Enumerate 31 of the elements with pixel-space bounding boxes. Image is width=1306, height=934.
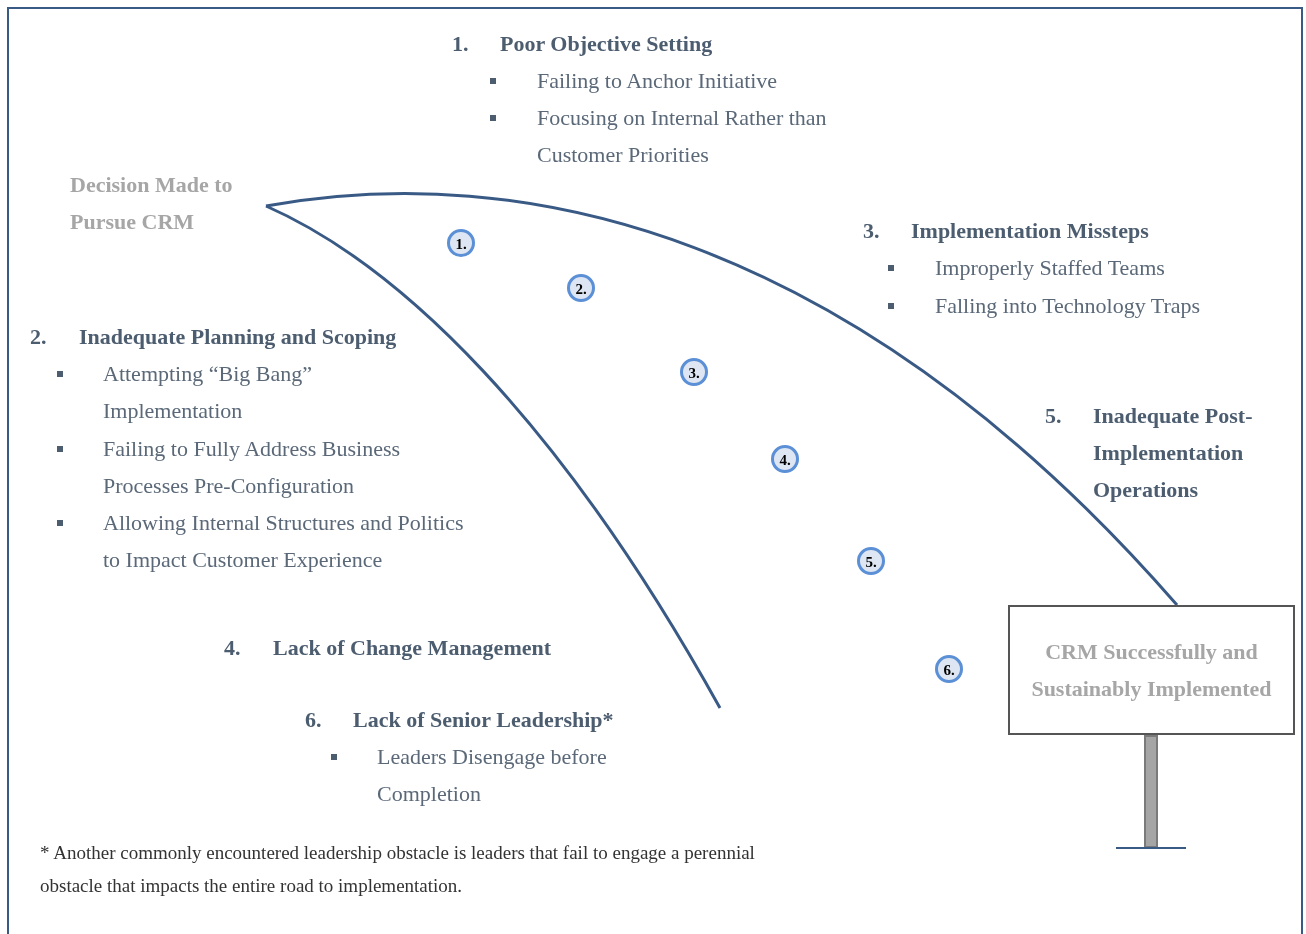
obstacle-heading: Implementation Missteps	[911, 217, 1150, 245]
obstacle-heading: Inadequate Post-Implementation Operations	[1093, 402, 1254, 504]
step-number-circle: 2.	[567, 274, 595, 302]
step-number-circle: 1.	[447, 229, 475, 257]
step-number-circle: 5.	[857, 547, 885, 575]
obstacle-heading: Lack of Senior Leadership*	[353, 706, 615, 734]
obstacle-item: Attempting “Big Bang” Implementation	[103, 360, 313, 425]
obstacle-item: Failing to Anchor Initiative	[537, 67, 779, 95]
step-number-circle: 4.	[771, 445, 799, 473]
obstacle-heading: Poor Objective Setting	[500, 30, 714, 58]
list-number: 3.	[863, 217, 880, 245]
list-number: 6.	[305, 706, 322, 734]
obstacle-item: Improperly Staffed Teams	[935, 254, 1166, 282]
start-label: Decision Made to Pursue CRM	[70, 166, 266, 240]
list-number: 1.	[452, 30, 469, 58]
obstacle-item: Failing to Fully Address Business Processes Pre-Configuration	[103, 435, 402, 500]
obstacle-item: Focusing on Internal Rather than Customer Priorities	[537, 104, 828, 169]
obstacle-item: Falling into Technology Traps	[935, 292, 1202, 320]
list-number: 2.	[30, 323, 47, 351]
obstacle-item: Allowing Internal Structures and Politics to Impact Customer Experience	[103, 509, 465, 574]
obstacle-heading: Inadequate Planning and Scoping	[79, 323, 398, 351]
list-number: 4.	[224, 634, 241, 662]
signboard: CRM Successfully and Sustainably Implemented	[1008, 605, 1295, 735]
list-number: 5.	[1045, 402, 1062, 430]
footnote: * Another commonly encountered leadership obstacle is leaders that fail to engage a perennial obstacle that impacts the entire road to implementation.	[40, 841, 756, 898]
road-edge-line	[265, 204, 722, 709]
road-edge-line	[265, 192, 1179, 607]
step-number-circle: 3.	[680, 358, 708, 386]
step-number-circle: 6.	[935, 655, 963, 683]
obstacle-heading: Lack of Change Management	[273, 634, 553, 662]
obstacle-item: Leaders Disengage before Completion	[377, 743, 608, 808]
